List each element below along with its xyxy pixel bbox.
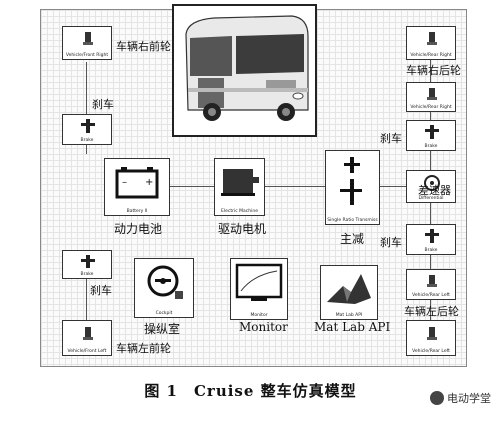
differential-block[interactable]: Differential (406, 170, 456, 203)
differential-icon (424, 175, 440, 191)
connector (170, 186, 215, 187)
block-label: Brake (80, 272, 94, 277)
brake-icon (425, 229, 439, 243)
wheel-icon (427, 275, 437, 287)
label-matlab-api: Mat Lab API (314, 320, 391, 334)
label-differential: 差速器 (418, 184, 451, 197)
block-label: Vehicle/Rear Left (412, 293, 450, 298)
wheel-icon (427, 88, 437, 100)
monitor-block[interactable]: Monitor (230, 258, 288, 320)
connector (86, 278, 87, 320)
block-label: Cockpit (155, 311, 173, 316)
watermark-text: 电动学堂 (447, 392, 491, 405)
brake-block-r2[interactable]: Brake (406, 224, 456, 255)
brake-block-bottom-left[interactable]: Brake (62, 250, 112, 279)
connector (380, 186, 408, 187)
vehicle-rear-right-block-2[interactable]: Vehicle/Rear Right (406, 82, 456, 112)
connector (264, 186, 326, 187)
steering-wheel-icon (147, 265, 183, 299)
vehicle-front-left-block[interactable]: Vehicle/Front Left (62, 320, 112, 356)
label-monitor: Monitor (239, 320, 288, 334)
connector (430, 255, 431, 269)
block-label: Electric Machine (221, 209, 258, 214)
battery-icon: –+ (115, 167, 159, 199)
vehicle-rear-left-block-1[interactable]: Vehicle/Rear Left (406, 269, 456, 300)
watermark: 电动学堂 (430, 390, 491, 406)
figure-caption: 图 1 Cruise 整车仿真模型 (144, 382, 357, 400)
wheel-icon (427, 32, 437, 45)
electric-machine-block[interactable]: Electric Machine (214, 158, 265, 216)
gear-icon (340, 157, 362, 205)
block-label: Differential (418, 196, 444, 201)
brake-block-1[interactable]: Brake (62, 114, 112, 145)
block-label: Brake (424, 248, 438, 253)
vehicle-rear-left-block-2[interactable]: Vehicle/Rear Left (406, 320, 456, 356)
connector (430, 202, 431, 224)
block-label: Single Ratio Transmiss (327, 218, 378, 223)
label-rear-left-wheel: 车辆左后轮 (404, 305, 459, 318)
battery-block[interactable]: –+ Battery II (104, 158, 170, 216)
label-motor: 驱动电机 (218, 222, 267, 236)
wheel-icon (427, 327, 437, 340)
label-cockpit: 操纵室 (144, 322, 181, 336)
wechat-icon (430, 391, 444, 405)
bus-image (172, 4, 317, 137)
label-rear-right-wheel: 车辆右后轮 (406, 64, 461, 77)
label-brake-bottom-left: 刹车 (90, 284, 112, 297)
connector (86, 62, 87, 114)
matlab-logo-icon (327, 274, 371, 304)
vehicle-rear-right-block-1[interactable]: Vehicle/Rear Right (406, 26, 456, 60)
block-label: Vehicle/Rear Right (410, 105, 452, 110)
block-label: Vehicle/Rear Right (410, 53, 452, 58)
brake-icon (81, 119, 95, 133)
label-brake-right-upper: 刹车 (380, 132, 402, 145)
connector (430, 112, 431, 120)
block-label: Mat Lab API (335, 313, 363, 318)
connector (430, 60, 431, 82)
motor-icon (221, 169, 259, 196)
block-label: Battery II (126, 209, 148, 214)
label-battery: 动力电池 (114, 222, 163, 236)
svg-text:–: – (122, 177, 127, 188)
label-brake-top-left: 刹车 (92, 98, 114, 111)
wheel-icon (83, 327, 93, 340)
brake-icon (81, 255, 95, 268)
matlab-api-block[interactable]: Mat Lab API (320, 265, 378, 320)
cockpit-block[interactable]: Cockpit (134, 258, 194, 318)
block-label: Vehicle/Front Left (67, 349, 107, 354)
vehicle-front-right-block[interactable]: Vehicle/Front Right (62, 26, 112, 60)
single-ratio-transmission-block[interactable]: Single Ratio Transmiss (325, 150, 380, 225)
label-front-left-wheel: 车辆左前轮 (116, 342, 171, 355)
block-label: Brake (80, 138, 94, 143)
block-label: Vehicle/Front Right (65, 53, 109, 58)
monitor-icon (235, 263, 283, 301)
label-final-drive: 主减 (340, 232, 365, 246)
block-label: Vehicle/Rear Left (412, 349, 450, 354)
block-label: Monitor (250, 313, 268, 318)
connector (430, 300, 431, 320)
bus-illustration (185, 15, 309, 121)
connector (430, 150, 431, 170)
label-brake-right-lower: 刹车 (380, 236, 402, 249)
wheel-icon (83, 32, 93, 45)
label-front-right-wheel: 车辆右前轮 (116, 40, 171, 53)
brake-block-r1[interactable]: Brake (406, 120, 456, 151)
connector (86, 144, 87, 154)
brake-icon (425, 125, 439, 139)
block-label: Brake (424, 144, 438, 149)
svg-text:+: + (145, 177, 153, 188)
